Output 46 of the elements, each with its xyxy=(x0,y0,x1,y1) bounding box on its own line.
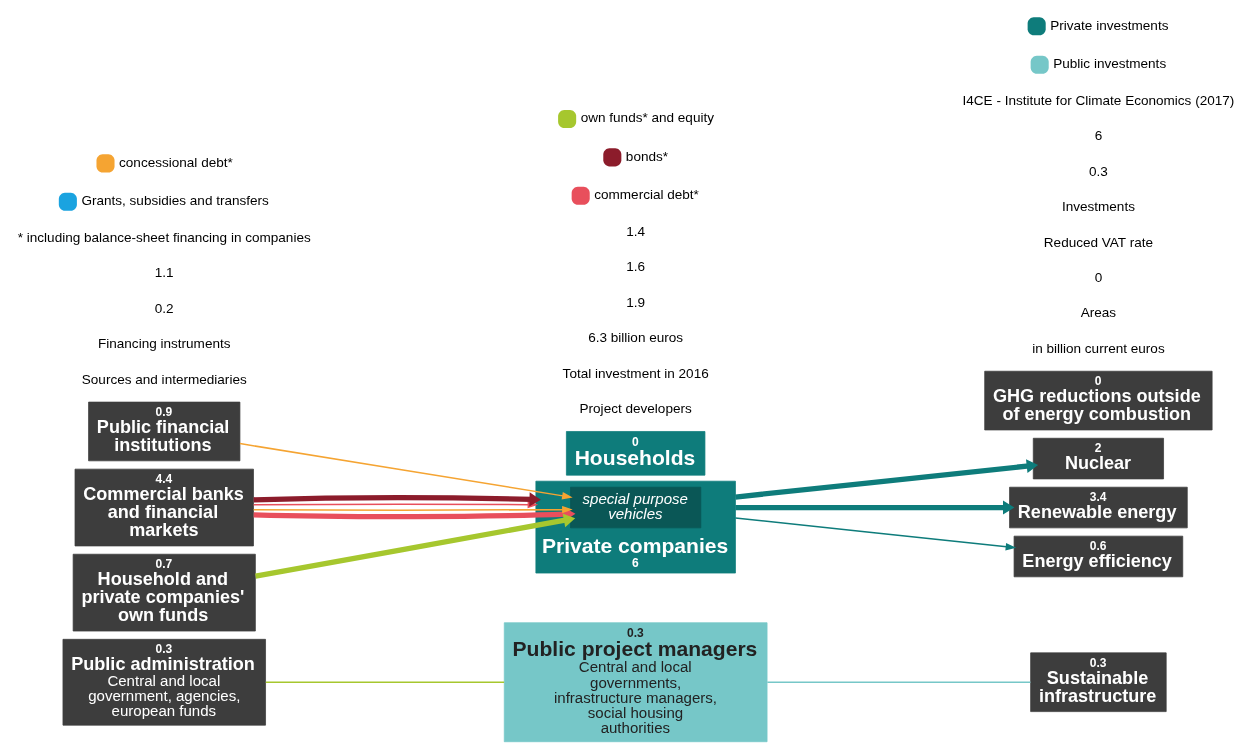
node-box: 0 GHG reductions outside of energy combustion xyxy=(984,370,1213,431)
legend-label: concessional debt* xyxy=(119,154,233,170)
label: * including balance-sheet financing in companies xyxy=(17,230,311,245)
node-box: 0.3 Sustainable infrastructure xyxy=(1030,652,1167,712)
label: Total investment in 2016 xyxy=(562,365,709,381)
node-box: 0 Households xyxy=(566,431,706,476)
label: 0 xyxy=(1094,269,1103,285)
legend-label: Public investments xyxy=(1053,56,1167,72)
label: Financing instruments xyxy=(97,336,231,352)
node-box: 0.3 Public project managers Central and local governments, infrastructure managers, social housing authorities xyxy=(503,622,768,743)
node-box: 0.3 Public administration Central and local government, agencies, european funds xyxy=(62,638,266,726)
label: Investments xyxy=(1061,199,1135,215)
node-box: special purpose vehicles xyxy=(570,486,702,529)
legend-label: commercial debt* xyxy=(594,187,699,203)
label: 1.6 xyxy=(626,259,646,275)
label: Sources and intermediaries xyxy=(81,371,247,387)
node-box: 4.4 Commercial banks and financial markets xyxy=(74,468,254,547)
arrow xyxy=(735,500,1015,515)
legend-label: own funds* and equity xyxy=(580,110,714,126)
arrow xyxy=(255,513,576,579)
arrow xyxy=(252,505,573,514)
label: 0.2 xyxy=(154,300,174,316)
label: 1.1 xyxy=(154,265,174,281)
label: Reduced VAT rate xyxy=(1043,234,1154,250)
connector xyxy=(265,681,505,683)
node-box: 0.9 Public financial institutions xyxy=(88,401,241,462)
label: I4CE - Institute for Climate Economics (2017) xyxy=(962,92,1235,108)
legend-label: bonds* xyxy=(625,148,669,164)
node-box: 0.7 Household and private companies' own funds xyxy=(72,553,256,632)
label: 6 xyxy=(1094,128,1103,144)
label: 1.9 xyxy=(626,294,646,310)
label: 6.3 billion euros xyxy=(588,330,684,346)
legend-label: Grants, subsidies and transfers xyxy=(81,193,269,209)
node-box: 2 Nuclear xyxy=(1032,437,1164,480)
arrow xyxy=(239,442,573,500)
label: Areas xyxy=(1080,305,1117,321)
connector xyxy=(766,681,1032,683)
node-box: 3.4 Renewable energy xyxy=(1009,486,1188,529)
label: 1.4 xyxy=(626,223,646,239)
arrow xyxy=(734,517,1017,551)
label: in billion current euros xyxy=(1032,340,1165,356)
arrow xyxy=(735,459,1039,500)
label: 0.3 xyxy=(1088,163,1108,179)
node-box: 0.6 Energy efficiency xyxy=(1013,535,1184,578)
legend-label: Private investments xyxy=(1050,17,1169,33)
label: Project developers xyxy=(579,400,692,416)
